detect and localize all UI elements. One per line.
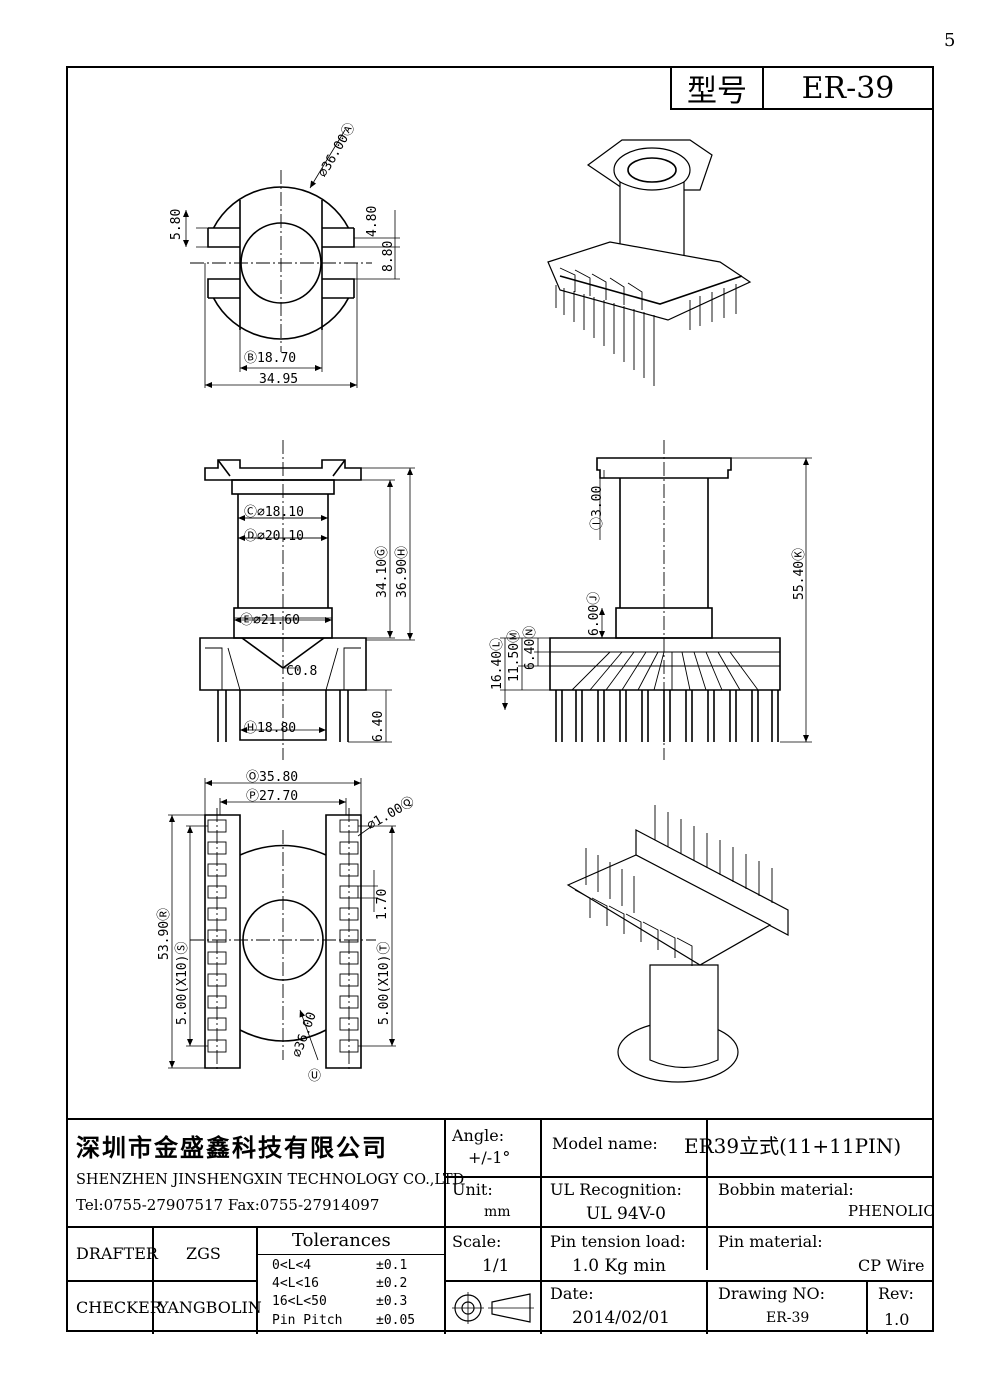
dim-pitch-right: 5.00(X10)Ⓣ — [377, 942, 392, 1025]
company-name-en: SHENZHEN JINSHENGXIN TECHNOLOGY CO.,LTD — [76, 1172, 465, 1188]
drafter-label: DRAFTER — [76, 1244, 158, 1263]
dim-pin-length: 6.40 — [371, 711, 386, 742]
ul-recognition-label: UL Recognition: — [550, 1180, 682, 1199]
company-contact: Tel:0755-27907517 Fax:0755-27914097 — [76, 1196, 380, 1214]
bobbin-material-label: Bobbin material: — [718, 1180, 854, 1199]
tolerance-range-2: 4<L<16 — [272, 1276, 319, 1291]
dim-16-40: 16.40Ⓛ — [490, 638, 505, 690]
dim-slot-width: 4.80 — [365, 206, 380, 237]
dim-bore: Ⓑ18.70 — [244, 351, 296, 366]
front-view: Ⓒ⌀18.10 Ⓓ⌀20.10 Ⓔ⌀21.60 C0.8 Ⓗ18.80 6.40… — [199, 440, 415, 760]
company-name-cn: 深圳市金盛鑫科技有限公司 — [76, 1134, 388, 1162]
side-pins — [555, 690, 779, 742]
dim-left-slot: 5.80 — [169, 209, 184, 240]
checker-label: CHECKER — [76, 1298, 162, 1317]
tolerances-label: Tolerances — [292, 1230, 391, 1251]
ul-recognition-value: UL 94V-0 — [586, 1204, 666, 1224]
dim-6-40: 6.40Ⓝ — [523, 626, 538, 670]
scale-value: 1/1 — [482, 1256, 510, 1276]
side-view: Ⓘ3.00 6.00Ⓙ 55.40Ⓚ 16.40Ⓛ 11.50Ⓜ 6.40Ⓝ — [490, 440, 812, 760]
model-label: 型号 — [672, 68, 764, 109]
dim-53-90: 53.90Ⓡ — [157, 908, 172, 960]
page-number: 5 — [944, 30, 956, 51]
angle-label: Angle: — [452, 1126, 505, 1145]
model-value: ER-39 — [801, 70, 895, 106]
dim-step: 6.00Ⓙ — [587, 592, 602, 636]
dim-h: Ⓗ18.80 — [244, 721, 296, 736]
pin-tension-value: 1.0 Kg min — [572, 1256, 666, 1276]
bobbin-material-value: PHENOLIC — [848, 1202, 935, 1220]
dim-outer-diameter: ⌀36.00Ⓐ — [315, 121, 358, 180]
model-name-label: Model name: — [552, 1134, 658, 1153]
dim-e: Ⓔ⌀21.60 — [240, 613, 300, 628]
angle-value: +/-1° — [468, 1148, 511, 1167]
rev-value: 1.0 — [884, 1310, 910, 1329]
drawing-no-label: Drawing NO: — [718, 1284, 825, 1303]
top-view: ⌀36.00Ⓐ 5.80 4.80 8.80 Ⓑ18.70 34.95 — [169, 121, 400, 388]
tolerance-range-3: 16<L<50 — [272, 1294, 327, 1309]
dim-35-80: Ⓞ35.80 — [246, 770, 298, 785]
model-name-value: ER39立式(11+11PIN) — [684, 1134, 902, 1158]
dim-d: Ⓓ⌀20.10 — [244, 529, 304, 544]
tolerance-value-4: ±0.05 — [376, 1313, 416, 1328]
tolerance-value-1: ±0.1 — [376, 1258, 408, 1273]
unit-value: mm — [484, 1204, 511, 1220]
pin-material-value: CP Wire — [858, 1256, 925, 1275]
dim-pitch-left: 5.00(X10)Ⓢ — [175, 942, 190, 1025]
drafter-value: ZGS — [186, 1244, 221, 1263]
tolerance-value-2: ±0.2 — [376, 1276, 408, 1291]
pin-material-label: Pin material: — [718, 1232, 823, 1251]
dim-chamfer: C0.8 — [286, 664, 317, 679]
dim-36-90: 36.90Ⓗ — [395, 546, 410, 598]
unit-label: Unit: — [452, 1180, 493, 1199]
dim-1-70: 1.70 — [375, 889, 390, 920]
dim-c: Ⓒ⌀18.10 — [244, 505, 304, 520]
dim-34-10: 34.10Ⓖ — [375, 546, 390, 598]
projection-symbol-icon — [452, 1292, 534, 1324]
checker-value: YANGBOLIN — [158, 1298, 262, 1317]
scale-label: Scale: — [452, 1232, 502, 1251]
drawing-frame — [66, 66, 934, 1332]
drawing-no-value: ER-39 — [766, 1310, 810, 1326]
dim-total-height: 55.40Ⓚ — [792, 548, 807, 600]
title-block: 深圳市金盛鑫科技有限公司 SHENZHEN JINSHENGXIN TECHNO… — [66, 1118, 935, 1334]
tolerance-value-3: ±0.3 — [376, 1294, 408, 1309]
dim-pin-diameter: ⌀1.00Ⓠ — [365, 794, 418, 833]
dim-27-70: Ⓟ27.70 — [246, 789, 298, 804]
isometric-view-top — [547, 139, 752, 386]
dim-11-50: 11.50Ⓜ — [507, 630, 522, 682]
pin-tension-label: Pin tension load: — [550, 1232, 686, 1251]
isometric-view-bottom — [566, 805, 789, 1083]
date-label: Date: — [550, 1284, 594, 1303]
rev-label: Rev: — [878, 1284, 914, 1303]
dim-slot-span: 8.80 — [381, 241, 396, 272]
bottom-view: Ⓞ35.80 Ⓟ27.70 ⌀1.00Ⓠ 1.70 53.90Ⓡ 5.00(X1… — [157, 770, 417, 1084]
dim-flange: Ⓘ3.00 — [590, 486, 605, 530]
tolerance-range-4: Pin Pitch — [272, 1313, 343, 1328]
tolerance-range-1: 0<L<4 — [272, 1258, 312, 1273]
dim-u: Ⓤ — [308, 1069, 321, 1084]
date-value: 2014/02/01 — [572, 1308, 670, 1328]
model-box: 型号 ER-39 — [670, 66, 934, 110]
dim-width: 34.95 — [259, 372, 298, 387]
